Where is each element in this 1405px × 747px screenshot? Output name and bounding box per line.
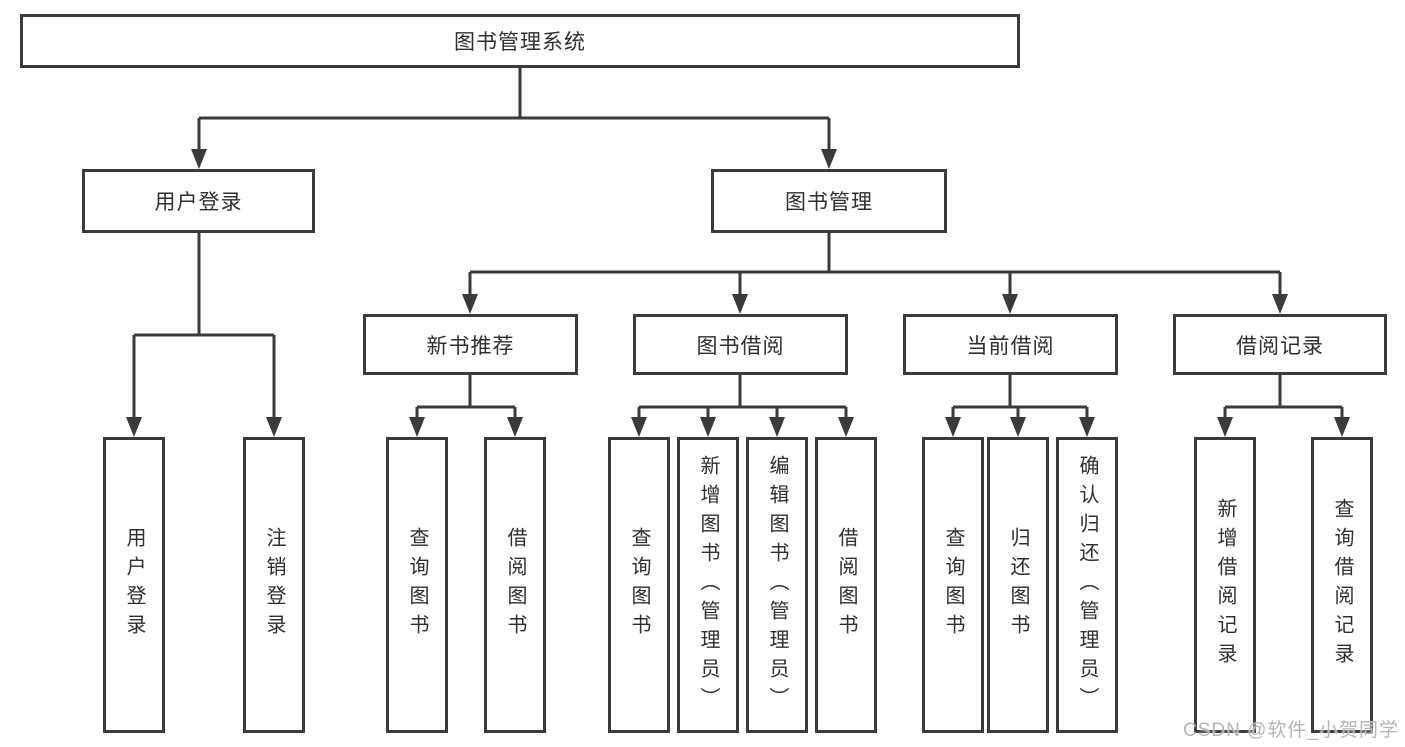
leaf-label: 查询图书 [406, 527, 428, 643]
arrowhead-down-icon [1002, 294, 1018, 314]
node-borrowing-records: 借阅记录 [1173, 314, 1387, 375]
arrowhead-down-icon [1079, 417, 1095, 437]
leaf-label: 查询图书 [628, 527, 650, 643]
node-label: 借阅记录 [1236, 334, 1324, 358]
leaf-logout: 注销登录 [243, 437, 305, 733]
leaf-add-borrow-record: 新增借阅记录 [1194, 437, 1256, 733]
arrowhead-down-icon [700, 417, 716, 437]
leaf-query-books-current: 查询图书 [922, 437, 984, 733]
arrowheads [126, 149, 1350, 437]
arrowhead-down-icon [1217, 417, 1233, 437]
leaf-borrow-books-borrow: 借阅图书 [815, 437, 877, 733]
arrowhead-down-icon [507, 417, 523, 437]
leaf-borrow-books-newbook: 借阅图书 [484, 437, 546, 733]
leaf-query-borrow-record: 查询借阅记录 [1311, 437, 1373, 733]
leaf-label: 用户登录 [123, 527, 145, 643]
leaf-label: 借阅图书 [504, 527, 526, 643]
arrowhead-down-icon [631, 417, 647, 437]
arrowhead-down-icon [821, 149, 837, 169]
leaf-query-books-borrow: 查询图书 [608, 437, 670, 733]
arrowhead-down-icon [769, 417, 785, 437]
connector-bookborrow-to-leaves [637, 375, 848, 419]
arrowhead-down-icon [945, 417, 961, 437]
connector-userlogin-to-leaves [132, 233, 276, 419]
leaf-add-book-admin: 新增图书（管理员） [677, 437, 739, 733]
node-label: 当前借阅 [966, 334, 1055, 358]
arrowhead-down-icon [1334, 417, 1350, 437]
leaf-label: 查询图书 [942, 527, 964, 643]
connector-borrowrecord-to-leaves [1223, 375, 1344, 419]
arrowhead-down-icon [409, 417, 425, 437]
leaf-label: 确认归还（管理员） [1076, 454, 1098, 716]
arrowhead-down-icon [838, 417, 854, 437]
node-book-management: 图书管理 [711, 169, 947, 233]
leaf-label: 借阅图书 [835, 527, 857, 643]
arrowhead-down-icon [1010, 417, 1026, 437]
leaf-return-book: 归还图书 [987, 437, 1049, 733]
leaf-label: 新增借阅记录 [1214, 498, 1236, 672]
leaf-query-books-newbook: 查询图书 [386, 437, 448, 733]
leaf-edit-book-admin: 编辑图书（管理员） [746, 437, 808, 733]
connector-root-to-level2 [197, 68, 831, 151]
node-current-borrowing: 当前借阅 [903, 314, 1118, 375]
csdn-watermark: CSDN @软件_小贺同学 [1183, 720, 1399, 741]
connector-bookmgmt-to-level3 [468, 233, 1282, 296]
node-label: 新书推荐 [426, 334, 515, 358]
node-label: 图书借阅 [696, 334, 785, 358]
node-label: 用户登录 [154, 191, 243, 214]
node-user-login-branch: 用户登录 [82, 169, 315, 233]
arrowhead-down-icon [266, 417, 282, 437]
node-label: 图书管理系统 [454, 31, 586, 54]
leaf-user-login: 用户登录 [103, 437, 165, 733]
connector-group [132, 68, 1344, 419]
leaf-label: 新增图书（管理员） [697, 454, 719, 716]
node-label: 图书管理 [785, 191, 873, 214]
leaf-label: 归还图书 [1007, 527, 1029, 643]
node-new-book-recommend: 新书推荐 [363, 314, 578, 375]
connector-currentborrow-to-leaves [951, 375, 1089, 419]
node-book-borrowing: 图书借阅 [633, 314, 848, 375]
leaf-confirm-return-admin: 确认归还（管理员） [1056, 437, 1118, 733]
leaf-label: 查询借阅记录 [1331, 498, 1353, 672]
node-library-management-system: 图书管理系统 [20, 14, 1020, 68]
arrowhead-down-icon [191, 149, 207, 169]
leaf-label: 注销登录 [263, 527, 285, 643]
arrowhead-down-icon [126, 417, 142, 437]
leaf-label: 编辑图书（管理员） [766, 454, 788, 716]
arrowhead-down-icon [732, 294, 748, 314]
arrowhead-down-icon [462, 294, 478, 314]
connector-newbook-to-leaves [415, 375, 517, 419]
arrowhead-down-icon [1272, 294, 1288, 314]
